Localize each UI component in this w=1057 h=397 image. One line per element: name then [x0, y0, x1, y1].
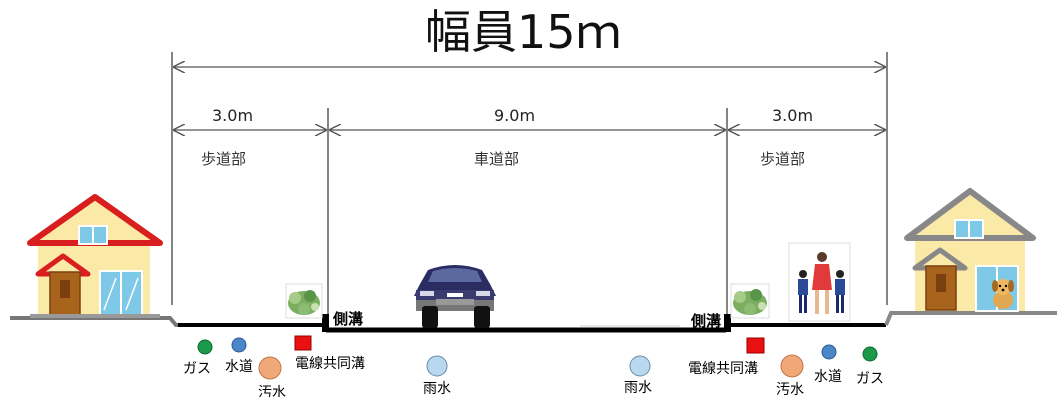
gas-label-right: ガス — [856, 371, 884, 387]
rain-marker-left — [426, 355, 448, 377]
gutter-right-block — [724, 314, 731, 332]
left-sidewalk-label: 歩道部 — [201, 150, 247, 168]
dimension-arrows — [174, 67, 885, 130]
sewage-label-right: 汚水 — [776, 382, 804, 397]
cable-marker-right — [746, 337, 765, 354]
left-gutter-label: 側溝 — [333, 310, 364, 328]
car-icon — [414, 265, 496, 328]
right-gutter-label: 側溝 — [691, 312, 722, 330]
cable-marker-left — [294, 335, 312, 351]
utility-symbols — [197, 335, 878, 380]
gutter-left-block — [322, 314, 329, 332]
water-label-right: 水道 — [814, 369, 842, 385]
water-marker-left — [231, 337, 247, 353]
gas-label-left: ガス — [183, 361, 211, 377]
dimension-guides — [171, 52, 888, 318]
right-sidewalk-width: 3.0m — [772, 106, 814, 125]
house-icon-right — [904, 188, 1036, 312]
house-icon — [27, 194, 163, 318]
ground-profile — [10, 311, 1057, 333]
gas-marker-left — [197, 339, 213, 355]
rain-label-left: 雨水 — [423, 381, 451, 397]
rain-marker-right — [629, 355, 651, 377]
dog-icon — [992, 279, 1014, 309]
water-marker-right — [821, 344, 837, 360]
cable-label-left: 電線共同溝 — [295, 356, 365, 372]
gas-marker-right — [862, 346, 878, 362]
left-sidewalk-width: 3.0m — [212, 106, 254, 125]
roadway-width: 9.0m — [494, 106, 536, 125]
sewage-marker-left — [258, 356, 282, 380]
cable-label-right: 電線共同溝 — [688, 361, 758, 377]
sewage-label-left: 汚水 — [258, 385, 286, 397]
total-width-title: 幅員15ｍ — [425, 5, 622, 59]
shrub-icon-right — [730, 283, 770, 319]
right-sidewalk-label: 歩道部 — [760, 150, 806, 168]
shrub-icon — [285, 283, 323, 319]
rain-label-right: 雨水 — [624, 380, 652, 396]
water-label-left: 水道 — [225, 359, 253, 375]
pedestrians-icon — [788, 242, 851, 322]
sewage-marker-right — [780, 354, 804, 378]
roadway-label: 車道部 — [474, 150, 520, 168]
